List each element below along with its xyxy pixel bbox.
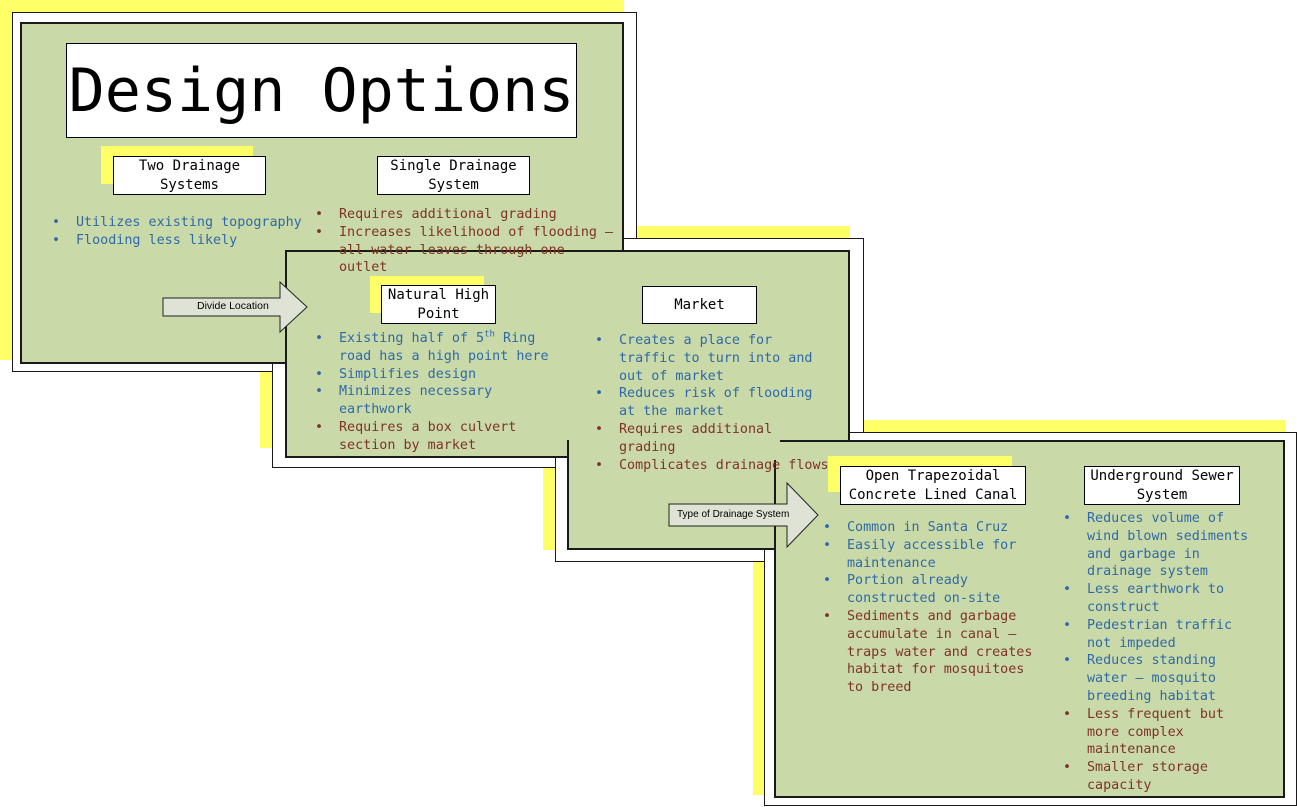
label-line: Systems xyxy=(159,177,219,193)
label-line: Market xyxy=(674,297,725,313)
list-item: Increases likelihood of flooding – all w… xyxy=(315,224,615,277)
list-item: Less frequent but more complex maintenan… xyxy=(1063,706,1263,759)
option-open-trapezoidal-canal: Open Trapezoidal Concrete Lined Canal xyxy=(840,466,1026,505)
list-item: Less earthwork to construct xyxy=(1063,581,1263,617)
label-line: Open Trapezoidal xyxy=(865,468,1001,484)
list-item: Pedestrian traffic not impeded xyxy=(1063,617,1263,653)
label-line: Point xyxy=(417,306,460,322)
natural-high-point-list: Existing half of 5th Ring road has a hig… xyxy=(315,330,565,455)
label-line: Underground Sewer xyxy=(1090,468,1234,484)
option-single-drainage-system: Single Drainage System xyxy=(377,156,530,195)
list-item-text: Ring road has a high point here xyxy=(339,331,549,364)
label-line: Single Drainage xyxy=(390,158,517,174)
page-title: Design Options xyxy=(66,43,577,138)
list-item: Existing half of 5th Ring road has a hig… xyxy=(315,330,565,366)
type-of-drainage-label: Type of Drainage System xyxy=(677,509,790,520)
list-item: Simplifies design xyxy=(315,366,565,384)
list-item: Reduces risk of flooding at the market xyxy=(595,385,835,421)
label-line: System xyxy=(428,177,479,193)
seam-cover-3 xyxy=(776,442,780,548)
list-item: Requires a box culvert section by market xyxy=(315,419,565,455)
list-item: Sediments and garbage accumulate in cana… xyxy=(823,608,1033,697)
list-item-text: Existing half of 5 xyxy=(339,331,485,346)
divide-location-label: Divide Location xyxy=(197,300,269,312)
list-item: Easily accessible for maintenance xyxy=(823,537,1033,573)
option-natural-high-point: Natural High Point xyxy=(381,285,496,324)
label-line: Two Drainage xyxy=(138,158,241,174)
list-item: Smaller storage capacity xyxy=(1063,759,1263,795)
list-item: Requires additional grading xyxy=(595,421,835,457)
divide-location-arrow xyxy=(162,280,308,334)
list-item: Creates a place for traffic to turn into… xyxy=(595,332,835,385)
list-item-sup: th xyxy=(484,329,495,340)
list-item: Minimizes necessary earthwork xyxy=(315,383,565,419)
list-item: Requires additional grading xyxy=(315,206,615,224)
list-item: Complicates drainage flows xyxy=(595,457,835,475)
open-canal-list: Common in Santa Cruz Easily accessible f… xyxy=(823,519,1033,697)
two-drainage-list: Utilizes existing topography Flooding le… xyxy=(52,214,322,250)
list-item: Flooding less likely xyxy=(52,232,322,250)
label-line: Concrete Lined Canal xyxy=(848,487,1018,503)
label-line: System xyxy=(1136,487,1188,503)
list-item: Utilizes existing topography xyxy=(52,214,322,232)
list-item: Reduces standing water – mosquito breedi… xyxy=(1063,652,1263,705)
market-list: Creates a place for traffic to turn into… xyxy=(595,332,835,474)
list-item: Reduces volume of wind blown sediments a… xyxy=(1063,510,1263,581)
option-two-drainage-systems: Two Drainage Systems xyxy=(113,156,266,195)
label-line: Natural High xyxy=(387,287,490,303)
option-market: Market xyxy=(642,286,757,324)
option-underground-sewer: Underground Sewer System xyxy=(1084,466,1240,505)
single-drainage-list: Requires additional grading Increases li… xyxy=(315,206,615,277)
underground-sewer-list: Reduces volume of wind blown sediments a… xyxy=(1063,510,1263,795)
type-of-drainage-arrow xyxy=(668,481,819,549)
list-item: Common in Santa Cruz xyxy=(823,519,1033,537)
list-item: Portion already constructed on-site xyxy=(823,572,1033,608)
